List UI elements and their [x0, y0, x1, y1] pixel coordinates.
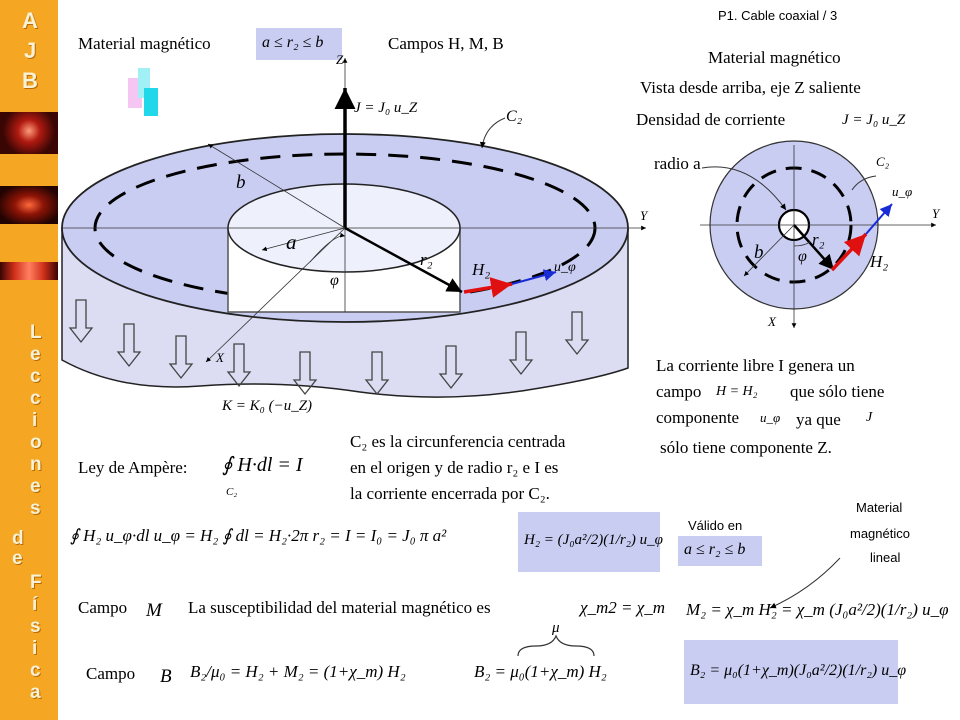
description-line-1: La corriente libre I genera un: [656, 356, 855, 375]
sidebar-letter: i: [32, 410, 38, 431]
right-view: Vista desde arriba, eje Z saliente: [640, 78, 861, 97]
sidebar-letter: o: [30, 432, 42, 453]
photo-thumbnail: [0, 186, 58, 224]
angle-phi-label: φ: [330, 272, 339, 289]
radius-b-label: b: [236, 172, 246, 193]
sidebar-letter: A: [22, 8, 38, 33]
sidebar-letter: B: [22, 68, 38, 93]
right-axis-y-label: Y: [932, 206, 940, 221]
right-u-phi-label: u_φ: [892, 184, 913, 199]
valid-label: Válido en: [688, 518, 743, 533]
u-phi-label: u_φ: [554, 260, 576, 275]
b2-result-box: [684, 640, 898, 704]
description-j: J: [866, 410, 873, 425]
range-box: [256, 28, 342, 60]
susceptibility-text: La susceptibilidad del material magnétic…: [188, 598, 491, 617]
current-density-label: J = J₀ u_Z: [354, 100, 418, 116]
mu-label: μ: [552, 620, 560, 636]
ampere-note-2: en el origen y de radio r₂ e I es: [350, 458, 559, 477]
range-expression: a ≤ r₂ ≤ b: [262, 34, 324, 51]
ampere-long-equation: ∮ H₂ u_φ·dl u_φ = H₂ ∮ dl = H₂·2π r₂ = I…: [70, 526, 447, 545]
sidebar-letter: í: [32, 594, 38, 615]
radius-a-text: radio a: [654, 154, 701, 173]
axis-x-label: X: [216, 350, 224, 365]
h2-label: H₂: [472, 260, 491, 279]
right-h2-label: H₂: [870, 252, 889, 271]
right-c2-label: C₂: [876, 154, 890, 169]
description-line-4: sólo tiene componente Z.: [660, 438, 832, 457]
ampere-note-3: la corriente encerrada por C₂.: [350, 484, 550, 503]
surface-current-label: K = K₀ (−u_Z): [222, 398, 313, 414]
sidebar-letter: L: [30, 322, 42, 343]
description-line-2c: que sólo tiene: [790, 382, 885, 401]
axis-y-label: Y: [640, 208, 648, 223]
b-equation-2: B₂ = μ₀(1+χ_m) H₂: [474, 662, 607, 681]
ampere-equation: ∮ H·dl = I: [222, 454, 303, 476]
linear-note-1: Material: [856, 500, 903, 515]
sidebar-letter: e: [12, 548, 23, 569]
valid-range: a ≤ r₂ ≤ b: [684, 541, 746, 558]
slide-reference: P1. Cable coaxial / 3: [718, 8, 838, 23]
description-u-phi: u_φ: [760, 410, 781, 425]
b-equation-1: B₂/μ₀ = H₂ + M₂ = (1+χ_m) H₂: [190, 662, 406, 681]
h2-result: H₂ = (J₀a²/2)(1/r₂) u_φ: [524, 532, 663, 548]
linear-note-2: magnético: [850, 526, 910, 541]
sidebar-letter: s: [30, 498, 41, 519]
right-b-label: b: [754, 242, 764, 263]
photo-thumbnail: [0, 262, 58, 280]
campo-b-symbol: B: [160, 666, 172, 687]
ampere-label: Ley de Ampère:: [78, 458, 188, 477]
valid-range-box: [678, 536, 762, 566]
sidebar-letter: i: [32, 638, 38, 659]
left-title: Material magnético: [78, 34, 211, 53]
description-line-3a: componente: [656, 408, 740, 427]
right-phi-label: φ: [798, 248, 807, 265]
ampere-contour: C₂: [226, 486, 238, 498]
campo-m-symbol: M: [146, 600, 162, 621]
density-equation: J = J₀ u_Z: [842, 112, 906, 128]
sidebar-letter: s: [30, 616, 41, 637]
description-line-2a: campo: [656, 382, 702, 401]
sidebar-letter: n: [30, 454, 42, 475]
sidebar-letter: e: [30, 476, 41, 497]
right-title: Material magnético: [708, 48, 841, 67]
description-line-3c: ya que: [796, 410, 841, 429]
sidebar: A J B L e c c i o n e s d e F í s i c a: [0, 0, 58, 720]
sidebar-letter: c: [30, 366, 41, 387]
b2-result: B₂ = μ₀(1+χ_m)(J₀a²/2)(1/r₂) u_φ: [690, 662, 907, 679]
sidebar-letter: c: [30, 660, 41, 681]
photo-thumbnail: [0, 112, 58, 154]
sidebar-letter: e: [30, 344, 41, 365]
linear-note-3: lineal: [870, 550, 901, 565]
right-axis-x-label: X: [768, 314, 776, 329]
susceptibility-equation: χ_m2 = χ_m: [580, 598, 665, 617]
m2-result: M₂ = χ_m H₂ = χ_m (J₀a²/2)(1/r₂) u_φ: [686, 600, 949, 619]
radius-a-label: a: [286, 230, 297, 254]
decoration-block: [144, 88, 158, 116]
contour-c2-label: C₂: [506, 108, 523, 125]
campo-b-label: Campo: [86, 664, 136, 683]
ampere-note-1: C₂ es la circunferencia centrada: [350, 432, 566, 451]
campo-m-label: Campo: [78, 598, 128, 617]
sidebar-letter: a: [30, 682, 41, 703]
radius-r2-label: r₂: [420, 250, 433, 269]
sidebar-letter: c: [30, 388, 41, 409]
sidebar-letter: d: [12, 528, 24, 549]
axis-z-label: Z: [336, 52, 344, 67]
density-label: Densidad de corriente: [636, 110, 786, 129]
right-r2-label: r₂: [812, 230, 825, 249]
h2-result-box: [518, 512, 660, 572]
description-h-eq: H = H₂: [716, 384, 758, 399]
fields-title: Campos H, M, B: [388, 34, 504, 53]
sidebar-letter: F: [30, 572, 42, 593]
sidebar-letter: J: [24, 38, 37, 63]
